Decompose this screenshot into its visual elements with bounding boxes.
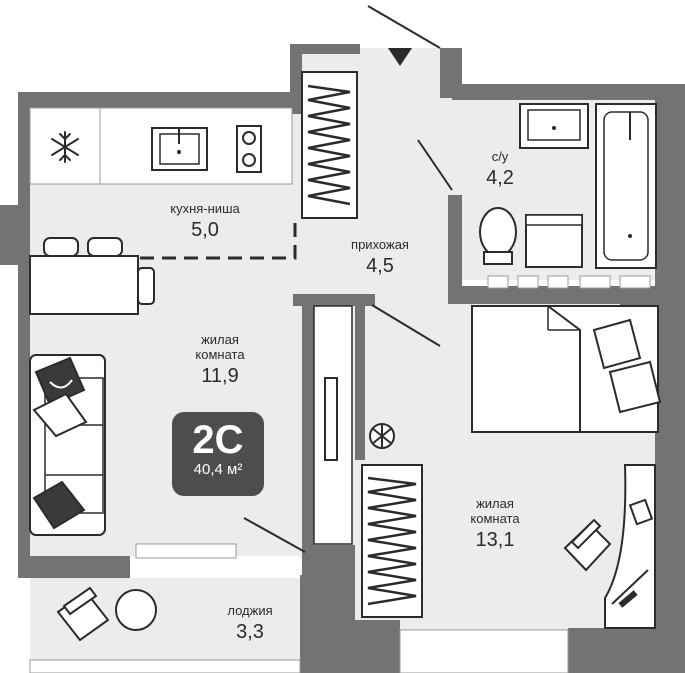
kitchen-counter bbox=[29, 107, 293, 185]
room-name: прихожая bbox=[351, 237, 409, 252]
room-name: лоджия bbox=[227, 603, 273, 618]
room-name-line2: комната bbox=[470, 510, 520, 526]
loggia-furniture bbox=[56, 586, 157, 642]
desk bbox=[604, 464, 656, 629]
partition-cabinet bbox=[313, 305, 353, 545]
plant-icon bbox=[369, 423, 395, 449]
snowflake-icon bbox=[51, 131, 79, 163]
room-area: 4,5 bbox=[366, 254, 394, 277]
door-lines bbox=[243, 5, 453, 553]
apartment-total-area: 40,4 м² bbox=[193, 461, 243, 478]
room-area: 11,9 bbox=[201, 364, 239, 387]
room-label-loggia: лоджия 3,3 bbox=[200, 603, 300, 644]
room-label-bathroom: с/у 4,2 bbox=[460, 149, 540, 190]
bathroom-fixtures bbox=[479, 103, 657, 289]
room-name-line1: жилая bbox=[201, 332, 239, 347]
desk-chair bbox=[563, 518, 612, 572]
room-area: 13,1 bbox=[475, 528, 515, 551]
bed bbox=[471, 305, 662, 433]
room-label-living1: жилая комната 11,9 bbox=[165, 332, 275, 388]
room-label-kitchen: кухня-ниша 5,0 bbox=[150, 201, 260, 242]
windows bbox=[29, 543, 569, 673]
wardrobe-hall bbox=[301, 71, 358, 219]
room-name: кухня-ниша bbox=[170, 201, 240, 216]
room-label-hall: прихожая 4,5 bbox=[330, 237, 430, 278]
room-area: 4,2 bbox=[486, 166, 514, 189]
dining-table bbox=[29, 237, 155, 315]
apartment-badge: 2С 40,4 м² bbox=[172, 412, 264, 496]
sofa bbox=[29, 354, 106, 536]
room-name-line2: комната bbox=[195, 346, 245, 362]
entrance-arrow-icon bbox=[388, 48, 412, 66]
room-area: 3,3 bbox=[236, 620, 264, 643]
room-name: с/у bbox=[491, 149, 509, 164]
room-label-living2: жилая комната 13,1 bbox=[440, 496, 550, 552]
wardrobe-bedroom bbox=[361, 464, 423, 618]
room-name-line1: жилая bbox=[476, 496, 514, 511]
room-area: 5,0 bbox=[191, 218, 219, 241]
apartment-type: 2С bbox=[192, 418, 244, 462]
